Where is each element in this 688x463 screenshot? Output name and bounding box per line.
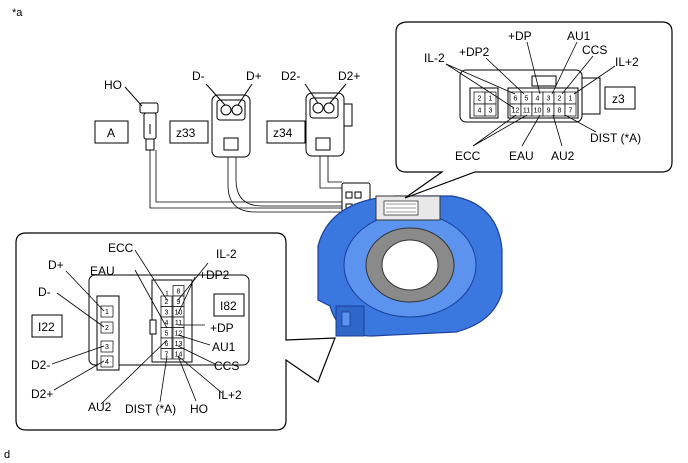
z3-pin-a-1: 1 — [489, 96, 493, 103]
z3-pin-a-3-cell — [484, 103, 497, 117]
z3-dist: DIST (*A) — [590, 131, 641, 145]
i82-pin-1: 1 — [165, 291, 169, 298]
i82-plus-dp: +DP — [210, 321, 234, 335]
i82-dist: DIST (*A) — [125, 402, 176, 416]
z3-il-plus-2: IL+2 — [615, 55, 639, 69]
z3-pin-b-9: 9 — [547, 108, 551, 115]
z3-au1: AU1 — [567, 29, 591, 43]
i22-d2-plus: D2+ — [31, 387, 53, 401]
footer-mark: d — [4, 449, 11, 461]
z3-pin-b-2: 4 — [536, 96, 540, 103]
z33-d-plus-label: D+ — [246, 69, 262, 83]
i82-ecc: ECC — [108, 241, 134, 255]
z3-eau: EAU — [509, 149, 534, 163]
tag-z33-box — [169, 120, 209, 144]
i82-pin-right-3: 11 — [175, 320, 182, 327]
z3-pin-b-3: 3 — [547, 96, 551, 103]
i22-pin-2: 3 — [105, 344, 109, 351]
z3-pin-b-7: 11 — [523, 108, 530, 115]
i-leaders — [51, 249, 223, 405]
i22-d-minus: D- — [38, 285, 51, 299]
z3-plus-dp2: +DP2 — [459, 45, 490, 59]
z3-pin-b-1: 5 — [525, 96, 529, 103]
i82-pin-right-1: 9 — [177, 299, 181, 306]
i22-pin-0-cell — [100, 305, 114, 318]
i82-pin-left-0: 2 — [165, 299, 169, 306]
z3-plus-dp: +DP — [508, 29, 532, 43]
tag-a: A — [107, 126, 115, 140]
z3-pin-a-3: 3 — [489, 108, 493, 115]
tag-i22: I22 — [38, 320, 55, 334]
z3-pin-b-5: 1 — [569, 96, 573, 103]
cable-harness — [149, 150, 345, 213]
i82-pin-right-6-cell — [172, 348, 185, 360]
corner-mark: *a — [12, 7, 23, 19]
tag-z3: z3 — [612, 92, 625, 106]
i82-pin-left-5: 7 — [165, 351, 169, 358]
i82-pin-left-1: 3 — [165, 309, 169, 316]
z34-d2-plus-label: D2+ — [338, 69, 360, 83]
tag-i82: I82 — [220, 299, 237, 313]
i22-pin-1-cell — [100, 321, 114, 334]
i82-pin-right-6: 14 — [175, 351, 183, 358]
i22-pin-3: 4 — [105, 359, 109, 366]
i82-pin-right-4: 12 — [175, 330, 183, 337]
i22-pin-3-cell — [100, 355, 114, 368]
i22-d2-minus: D2- — [31, 358, 50, 372]
z34-d2-minus-label: D2- — [281, 69, 300, 83]
i82-pin-left-4: 6 — [165, 341, 169, 348]
z3-pin-a-0: 2 — [478, 96, 482, 103]
i82-plus-dp2: +DP2 — [199, 268, 230, 282]
tag-z33: z33 — [176, 126, 196, 140]
i82-ho: HO — [190, 402, 208, 416]
i82-eau: EAU — [90, 264, 115, 278]
z3-pin-b-10: 8 — [558, 108, 562, 115]
z3-pin-a-2: 4 — [478, 108, 482, 115]
z33-connector — [211, 94, 251, 158]
i82-pin-right-0: 8 — [177, 288, 181, 295]
ho-leader — [124, 86, 143, 107]
i22-pin-1: 2 — [105, 325, 109, 332]
tag-z34-box — [266, 120, 306, 144]
tag-a-box — [94, 120, 129, 144]
z3-au2: AU2 — [551, 149, 575, 163]
tag-i82-box — [213, 293, 245, 317]
i82-il-plus-2: IL+2 — [218, 388, 242, 402]
i22-pin-2-cell — [100, 340, 114, 353]
tag-i22-box — [31, 314, 63, 338]
i82-au1: AU1 — [212, 340, 236, 354]
z3-pin-b-8: 10 — [534, 108, 542, 115]
i82-ccs: CCS — [214, 359, 239, 373]
z3-pin-b-6: 12 — [512, 108, 520, 115]
i82-il-minus-2: IL-2 — [216, 247, 237, 261]
z34-connector — [305, 92, 353, 157]
z3-pin-b-4: 2 — [558, 96, 562, 103]
i22-pin-0: 1 — [105, 309, 109, 316]
z3-leaders — [445, 41, 616, 147]
i82-au2: AU2 — [88, 400, 112, 414]
i22-d-plus: D+ — [48, 258, 64, 272]
tag-z34: z34 — [273, 126, 293, 140]
z3-pin-b-0: 6 — [514, 96, 518, 103]
z3-il-minus-2: IL-2 — [424, 51, 445, 65]
z3-ccs: CCS — [582, 43, 607, 57]
i22-pin-column: 1 2 3 4 — [100, 305, 114, 368]
spiral-cable — [317, 195, 503, 337]
z33-d-minus-label: D- — [192, 69, 205, 83]
i82-pin-left-2: 4 — [165, 320, 169, 327]
ho-connector — [139, 102, 159, 151]
i82-pin-left-3: 5 — [165, 330, 169, 337]
i82-pin-right-5: 13 — [175, 341, 183, 348]
z3-ecc: ECC — [455, 149, 481, 163]
z3-pin-b-11-cell — [564, 103, 577, 117]
tag-z3-box — [604, 86, 636, 110]
z3-pin-b-11: 7 — [569, 108, 573, 115]
ho-label: HO — [104, 78, 122, 92]
